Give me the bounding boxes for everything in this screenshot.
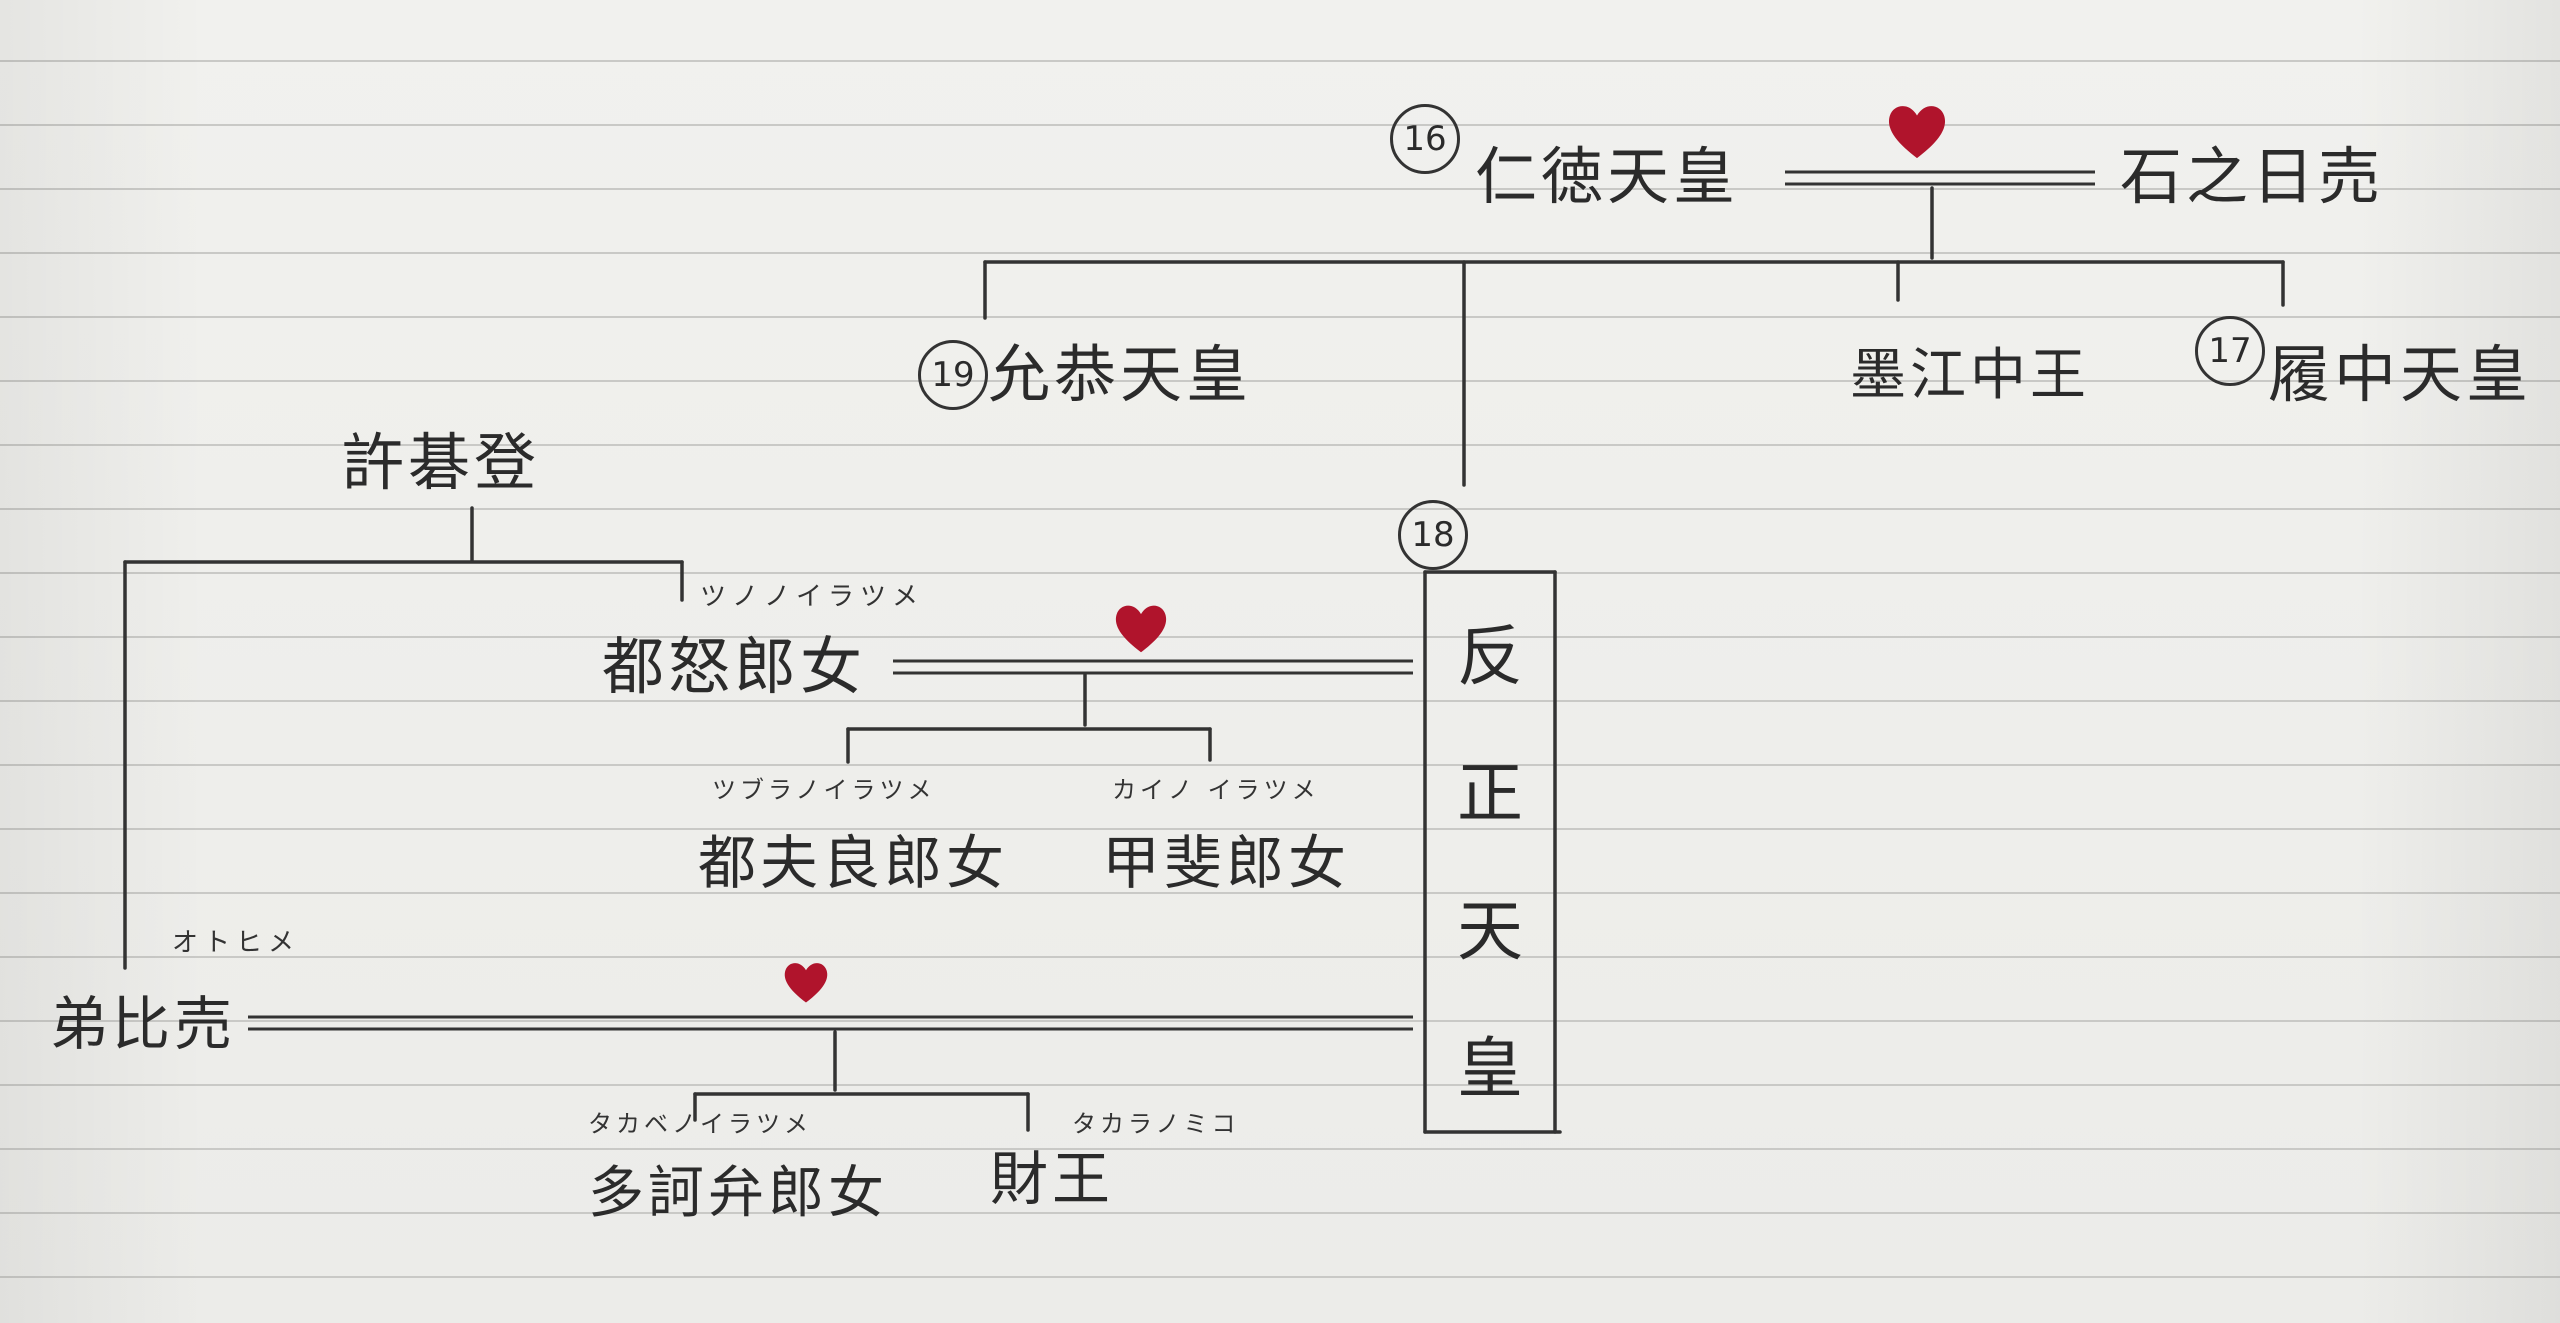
reign-number-richu: 17	[2195, 316, 2265, 386]
ruby-otohime: オトヒメ	[172, 928, 301, 958]
reign-number-hanzei: 18	[1398, 500, 1468, 570]
hanzei-char: 正	[1457, 755, 1523, 833]
name-nintoku: 仁徳天皇	[1475, 140, 1740, 213]
ruby-kaiiratsume: カイノ イラツメ	[1112, 776, 1320, 804]
ruby-takara: タカラノミコ	[1072, 1110, 1240, 1138]
ruby-tsunoiratsume: ツノノイラツメ	[700, 582, 925, 612]
ruby-tsuburairatsume: ツブラノイラツメ	[712, 776, 936, 804]
ruby-takabeiratsume: タカベノイラツメ	[588, 1110, 812, 1138]
name-tsuburairatsume: 都夫良郎女	[698, 829, 1009, 897]
name-takabeiratsume: 多訶弁郎女	[588, 1161, 888, 1226]
name-hanzei-vertical: 反 正 天 皇	[1425, 572, 1555, 1132]
name-takara: 財王	[990, 1145, 1115, 1213]
name-kaiiratsume: 甲斐郎女	[1102, 829, 1351, 897]
name-ingyo: 允恭天皇	[988, 338, 1253, 411]
name-suminoe: 墨江中王	[1850, 343, 2090, 408]
reign-number-nintoku: 16	[1390, 104, 1460, 174]
name-iwanohime: 石之日売	[2120, 140, 2385, 213]
hanzei-char: 皇	[1457, 1030, 1523, 1108]
name-tsunoiratsume: 都怒郎女	[602, 630, 867, 703]
name-otohime: 弟比売	[50, 990, 237, 1058]
hanzei-char: 天	[1457, 892, 1523, 970]
reign-number-ingyo: 19	[918, 340, 988, 410]
heart-icon	[1115, 605, 1167, 653]
hanzei-char: 反	[1457, 617, 1523, 695]
heart-icon	[1888, 106, 1946, 159]
name-kogoto: 許碁登	[342, 426, 541, 499]
name-richu: 履中天皇	[2268, 338, 2533, 411]
heart-icon	[784, 963, 828, 1003]
